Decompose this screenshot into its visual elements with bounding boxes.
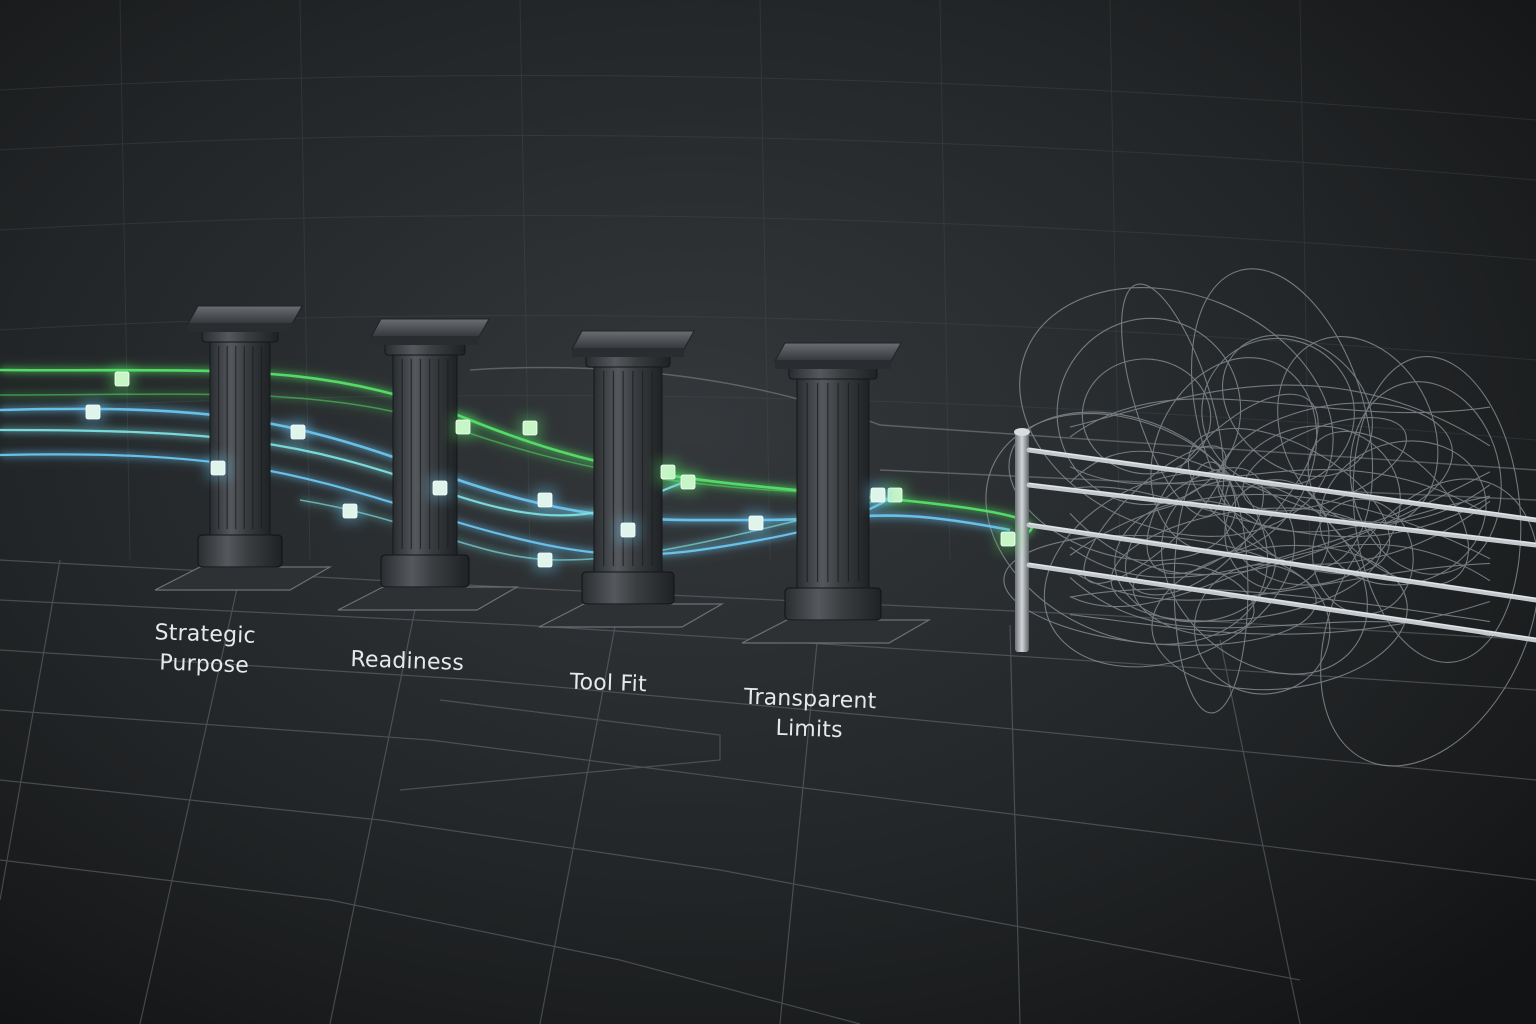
data-node xyxy=(1001,532,1015,546)
pillar-plinth xyxy=(198,535,282,567)
data-node xyxy=(661,465,675,479)
pillar-cap-edge xyxy=(775,361,891,369)
label-line: Readiness xyxy=(350,647,464,676)
pillar-plinth xyxy=(582,572,674,604)
label-tool-fit: Tool Fit xyxy=(568,670,647,698)
data-node xyxy=(538,553,552,567)
pillar-plinth xyxy=(381,555,469,587)
pillar-cap-edge xyxy=(188,324,292,332)
data-node xyxy=(538,493,552,507)
label-line: Strategic xyxy=(154,620,256,649)
pillar-cap-edge xyxy=(572,349,684,357)
data-node xyxy=(749,516,763,530)
data-node xyxy=(433,481,447,495)
pillar-cap xyxy=(371,319,489,337)
label-line: Purpose xyxy=(159,650,250,678)
data-node xyxy=(456,420,470,434)
fence-post-top xyxy=(1014,428,1030,436)
data-node xyxy=(888,488,902,502)
pillar-cap xyxy=(572,331,694,349)
pillar-cap xyxy=(188,306,302,324)
pillar-cap xyxy=(775,343,901,361)
data-node xyxy=(681,475,695,489)
data-node xyxy=(86,405,100,419)
pillar-cap-edge xyxy=(371,337,479,345)
data-node xyxy=(211,461,225,475)
data-node xyxy=(523,421,537,435)
data-node xyxy=(871,488,885,502)
data-node xyxy=(343,504,357,518)
label-line: Limits xyxy=(775,716,843,743)
data-node xyxy=(621,523,635,537)
data-node xyxy=(115,372,129,386)
label-line: Transparent xyxy=(743,685,877,715)
data-node xyxy=(291,425,305,439)
label-line: Tool Fit xyxy=(568,670,647,698)
pillar-plinth xyxy=(785,588,881,620)
label-readiness: Readiness xyxy=(350,647,464,676)
